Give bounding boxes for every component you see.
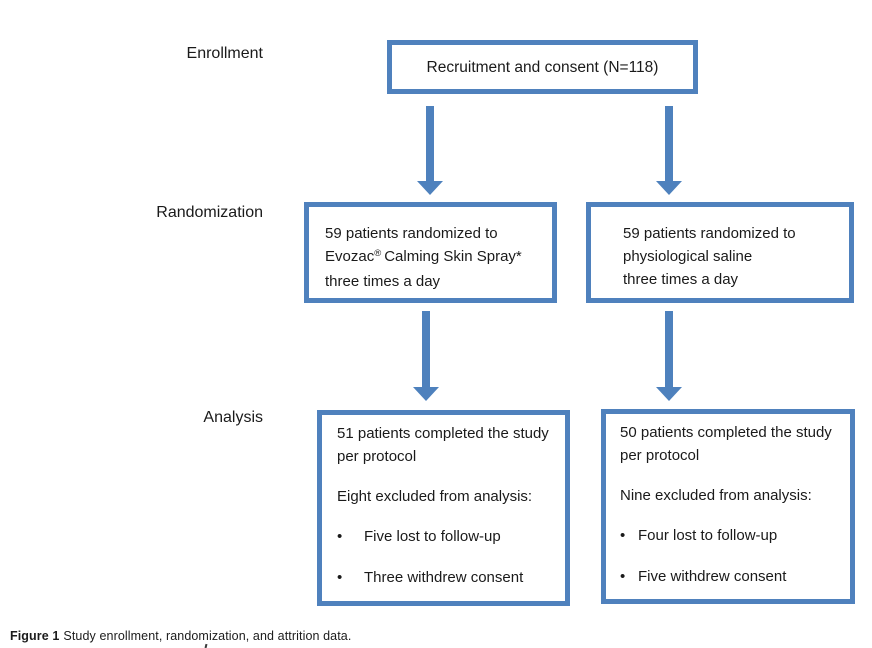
randomization-treatment-line1: 59 patients randomized to	[325, 225, 498, 242]
registered-trademark-icon: ®	[374, 248, 382, 259]
randomization-saline-box: 59 patients randomized to physiological …	[586, 202, 854, 303]
arrow-saline-to-analysis	[656, 311, 682, 401]
arrow-head-icon	[413, 387, 439, 401]
arrow-treatment-to-analysis	[413, 311, 439, 401]
randomization-saline-line1: 59 patients randomized to	[623, 225, 796, 242]
analysis-saline-completed: 50 patients completed the study per prot…	[620, 424, 832, 464]
arrow-recruitment-to-saline	[656, 106, 682, 195]
arrow-head-icon	[656, 387, 682, 401]
randomization-saline-line3: three times a day	[623, 271, 739, 288]
arrow-shaft	[422, 311, 430, 387]
arrow-recruitment-to-treatment	[417, 106, 443, 195]
list-item: • Five lost to follow-up	[337, 525, 559, 548]
arrow-shaft	[665, 106, 673, 181]
figure-caption-label: Figure 1	[10, 629, 60, 643]
arrow-head-icon	[656, 181, 682, 195]
list-item: • Four lost to follow-up	[620, 524, 844, 547]
bullet-text: Five lost to follow-up	[364, 528, 501, 545]
brand-name-rest: Calming Skin Spray*	[384, 248, 522, 265]
analysis-saline-box: 50 patients completed the study per prot…	[601, 409, 855, 604]
bullet-icon: •	[620, 527, 626, 544]
arrow-head-icon	[417, 181, 443, 195]
cutoff-text-fragment	[204, 643, 208, 648]
stage-label-analysis: Analysis	[203, 409, 263, 426]
analysis-treatment-excluded: Eight excluded from analysis:	[337, 488, 533, 505]
randomization-treatment-box: 59 patients randomized to Evozac®Calming…	[304, 202, 557, 303]
analysis-treatment-box: 51 patients completed the study per prot…	[317, 410, 570, 606]
list-item: • Three withdrew consent	[337, 566, 559, 589]
analysis-treatment-completed: 51 patients completed the study per prot…	[337, 425, 549, 465]
bullet-text: Three withdrew consent	[364, 569, 524, 586]
randomization-treatment-line3: three times a day	[325, 273, 441, 290]
figure-caption-text: Study enrollment, randomization, and att…	[63, 629, 352, 643]
stage-label-randomization: Randomization	[156, 204, 263, 221]
stage-label-enrollment: Enrollment	[186, 45, 263, 62]
bullet-text: Five withdrew consent	[638, 568, 787, 585]
randomization-saline-line2: physiological saline	[623, 248, 753, 265]
bullet-icon: •	[337, 569, 343, 586]
analysis-saline-excluded: Nine excluded from analysis:	[620, 487, 812, 504]
arrow-shaft	[665, 311, 673, 387]
list-item: • Five withdrew consent	[620, 565, 844, 588]
brand-name: Evozac	[325, 248, 375, 265]
recruitment-box-text: Recruitment and consent (N=118)	[426, 58, 659, 76]
bullet-icon: •	[620, 568, 626, 585]
arrow-shaft	[426, 106, 434, 181]
recruitment-box: Recruitment and consent (N=118)	[387, 40, 698, 94]
bullet-text: Four lost to follow-up	[638, 527, 778, 544]
bullet-icon: •	[337, 528, 343, 545]
randomization-treatment-line2: Evozac®Calming Skin Spray*	[325, 245, 548, 270]
